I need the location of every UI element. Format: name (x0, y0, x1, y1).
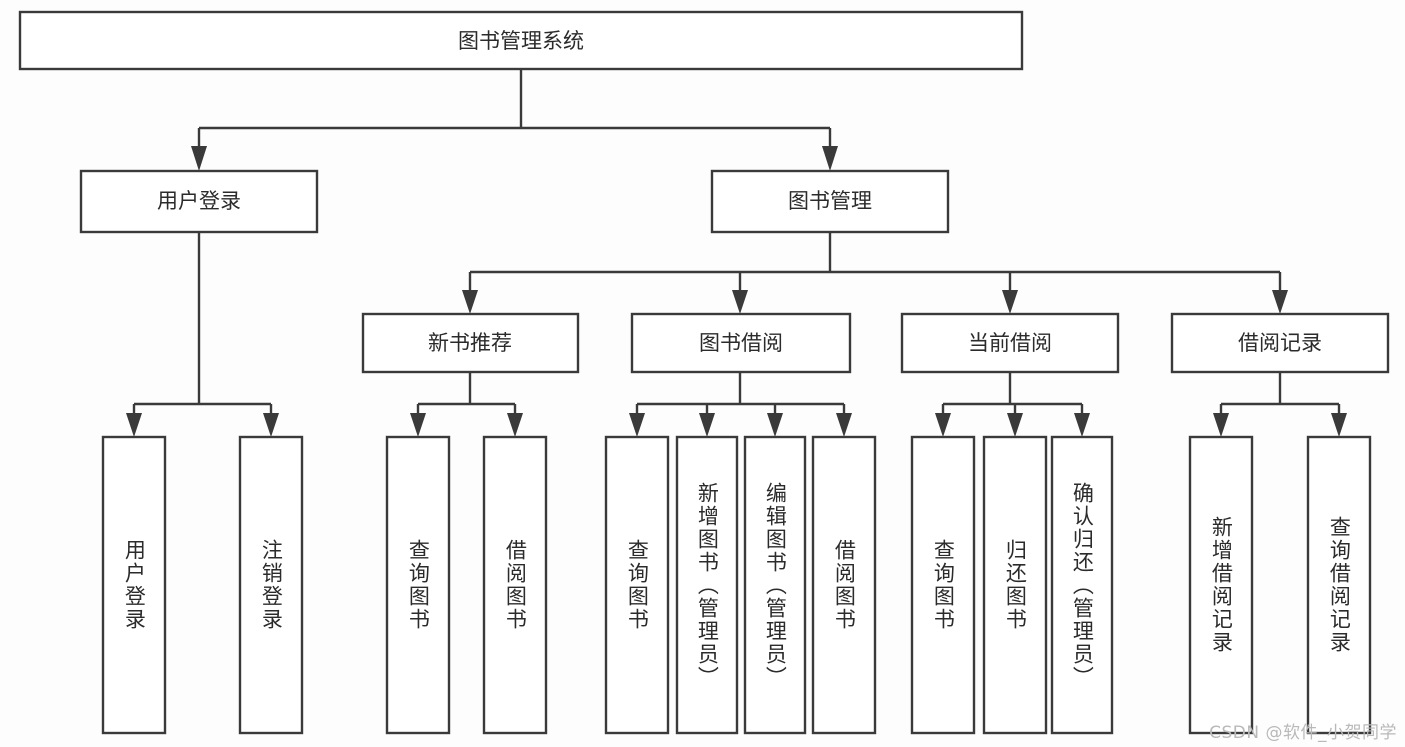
node-new-book-rec-box[interactable] (361, 312, 580, 374)
arrow-head-leaf-borrow-borrow-book (836, 413, 852, 437)
node-book-manage-label: 图书管理 (788, 189, 872, 213)
arrow-head-leaf-cur-return-book (1007, 413, 1023, 437)
node-user-login-box[interactable] (79, 169, 319, 234)
node-leaf-cur-return-book-box[interactable] (982, 435, 1048, 735)
node-root-label: 图书管理系统 (458, 29, 584, 53)
connector-group-borrow-record (1213, 372, 1347, 437)
arrow-head-leaf-user-logout (263, 413, 279, 437)
arrow-head-leaf-cur-confirm-return (1074, 413, 1090, 437)
arrow-head-leaf-borrow-add-book (699, 413, 715, 437)
node-leaf-cur-query-book-box[interactable] (910, 435, 976, 735)
node-leaf-borrow-edit-book-box[interactable] (743, 435, 807, 735)
connector-group-new-book-rec (410, 372, 523, 437)
arrow-head-leaf-borrow-edit-book (767, 413, 783, 437)
connector-group-book-manage (462, 232, 1288, 314)
node-user-login[interactable]: 用户登录 (79, 169, 319, 234)
node-leaf-rec-add-record-box[interactable] (1188, 435, 1254, 735)
arrow-head-user-login (191, 146, 207, 171)
node-book-borrow[interactable]: 图书借阅 (630, 312, 852, 374)
node-book-manage-box[interactable] (710, 169, 950, 234)
node-current-borrow-label: 当前借阅 (968, 331, 1052, 355)
arrow-head-leaf-borrow-query-book (629, 413, 645, 437)
node-current-borrow[interactable]: 当前借阅 (900, 312, 1120, 374)
arrow-head-book-borrow (732, 290, 748, 314)
node-leaf-cur-confirm-return-box[interactable] (1050, 435, 1114, 735)
node-current-borrow-box[interactable] (900, 312, 1120, 374)
node-leaf-rec-query-book-box[interactable] (385, 435, 451, 735)
node-root-box[interactable] (18, 10, 1024, 71)
csdn-watermark: CSDN @软件_小贺同学 (1209, 723, 1397, 743)
node-leaf-rec-borrow-book-box[interactable] (482, 435, 548, 735)
connector-group-root (191, 69, 838, 171)
node-leaf-rec-query-record-box[interactable] (1306, 435, 1372, 735)
arrow-head-leaf-rec-query-book (410, 413, 426, 437)
node-leaf-borrow-query-book-box[interactable] (604, 435, 670, 735)
arrow-head-leaf-user-login (126, 413, 142, 437)
node-leaf-borrow-borrow-book-box[interactable] (811, 435, 877, 735)
node-borrow-record-label: 借阅记录 (1238, 331, 1322, 355)
arrow-head-leaf-rec-query-record (1331, 413, 1347, 437)
arrow-head-current-borrow (1002, 290, 1018, 314)
node-book-borrow-box[interactable] (630, 312, 852, 374)
arrow-head-new-book-rec (462, 290, 478, 314)
arrow-head-leaf-rec-borrow-book (507, 413, 523, 437)
node-new-book-rec-label: 新书推荐 (428, 331, 512, 355)
connector-group-book-borrow (629, 372, 852, 437)
connector-group-user-login (126, 232, 279, 437)
node-leaf-user-login-box[interactable] (101, 435, 167, 735)
arrow-head-leaf-rec-add-record (1213, 413, 1229, 437)
arrow-head-borrow-record (1272, 290, 1288, 314)
arrow-head-leaf-cur-query-book (935, 413, 951, 437)
connector-group-current-borrow (935, 372, 1090, 437)
node-borrow-record[interactable]: 借阅记录 (1170, 312, 1390, 374)
node-borrow-record-box[interactable] (1170, 312, 1390, 374)
node-user-login-label: 用户登录 (157, 189, 241, 213)
node-root[interactable]: 图书管理系统 (18, 10, 1024, 71)
node-leaf-borrow-add-book-box[interactable] (675, 435, 739, 735)
arrow-head-book-manage (822, 146, 838, 171)
node-book-manage[interactable]: 图书管理 (710, 169, 950, 234)
node-leaf-user-logout-box[interactable] (238, 435, 304, 735)
node-new-book-rec[interactable]: 新书推荐 (361, 312, 580, 374)
node-book-borrow-label: 图书借阅 (699, 331, 783, 355)
